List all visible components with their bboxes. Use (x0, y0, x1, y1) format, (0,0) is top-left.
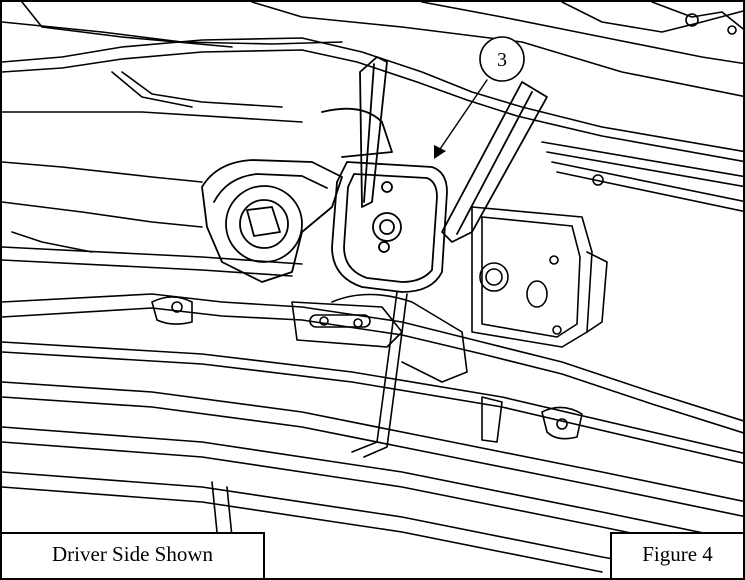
view-caption-text: Driver Side Shown (52, 542, 213, 566)
link-arm-bracket (331, 56, 548, 293)
figure-number-box: Figure 4 (610, 532, 743, 578)
upper-housing-panel (2, 2, 743, 253)
slotted-lower-bracket (291, 291, 468, 458)
lower-bumper-beam (2, 246, 743, 578)
callout-leader-line (437, 79, 488, 153)
figure-number-text: Figure 4 (642, 542, 713, 566)
callout-3: 3 (434, 36, 525, 159)
right-mounting-plate (471, 174, 608, 348)
tow-eye-bracket (201, 107, 393, 283)
callout-arrowhead (434, 145, 446, 159)
callout-number: 3 (497, 49, 507, 71)
callout-bubble (479, 36, 525, 82)
view-caption-box: Driver Side Shown (2, 532, 265, 578)
